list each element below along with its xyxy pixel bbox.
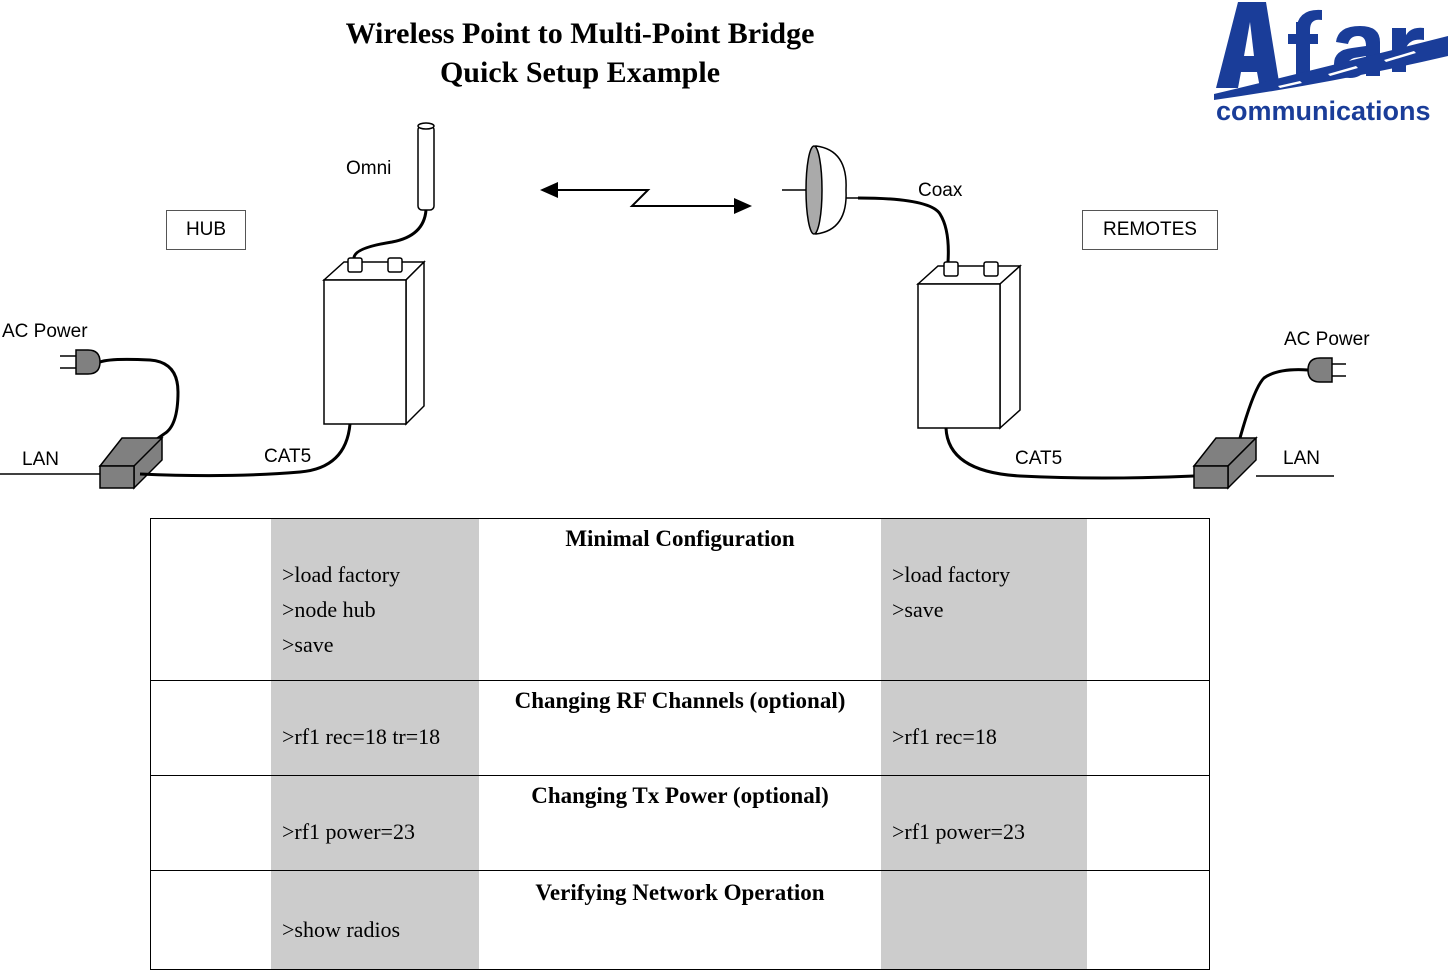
dish-antenna-icon <box>782 145 860 235</box>
remote-command-list: >load factory >save <box>892 557 1010 627</box>
section-heading: Verifying Network Operation <box>535 880 825 905</box>
left-ac-power-label: AC Power <box>2 321 88 342</box>
command-line: >show radios <box>282 917 401 942</box>
left-ac-cord <box>99 357 180 446</box>
hub-command-list: >load factory >node hub >save <box>282 557 400 662</box>
page-subtitle: Quick Setup Example <box>439 56 721 89</box>
hub-command-list: >rf1 power=23 <box>282 814 415 849</box>
command-line: >save <box>892 597 944 622</box>
command-line: >rf1 rec=18 <box>892 724 997 749</box>
radio-unit-icon <box>322 257 426 426</box>
command-line: >rf1 power=23 <box>892 819 1025 844</box>
config-section-rf-channels: Changing RF Channels (optional) >rf1 rec… <box>151 681 1209 776</box>
config-section-verify: Verifying Network Operation >show radios <box>151 871 1209 969</box>
coax-cable <box>857 196 950 263</box>
afar-logo-tagline: communications <box>1216 96 1431 126</box>
right-cat5-label: CAT5 <box>1015 448 1063 469</box>
command-line: >load factory <box>282 562 401 587</box>
command-line: >node hub <box>282 597 376 622</box>
left-cat5-cable <box>139 423 352 478</box>
config-section-minimal: Minimal Configuration >load factory >nod… <box>151 519 1209 681</box>
power-injector-icon <box>1192 436 1258 490</box>
power-plug-icon <box>60 349 101 375</box>
network-diagram <box>0 122 1346 490</box>
right-ac-cord <box>1238 368 1309 439</box>
remote-command-list: >rf1 power=23 <box>892 814 1025 849</box>
omni-antenna-icon <box>417 122 435 211</box>
remote-command-list: >rf1 rec=18 <box>892 719 997 754</box>
afar-logo-mark <box>1214 2 1448 100</box>
command-line: >save <box>282 632 334 657</box>
page-title: Wireless Point to Multi-Point Bridge <box>345 17 815 50</box>
power-plug-icon <box>1307 357 1346 383</box>
section-heading: Changing RF Channels (optional) <box>514 688 846 713</box>
section-heading: Minimal Configuration <box>565 526 795 551</box>
hub-command-list: >rf1 rec=18 tr=18 <box>282 719 440 754</box>
command-line: >rf1 rec=18 tr=18 <box>282 724 441 749</box>
hub-label: HUB <box>166 210 246 250</box>
left-cat5-label: CAT5 <box>264 446 312 467</box>
config-section-tx-power: Changing Tx Power (optional) >rf1 power=… <box>151 776 1209 871</box>
left-lan-label: LAN <box>22 449 59 470</box>
afar-logo: communications <box>1214 2 1448 126</box>
remotes-label: REMOTES <box>1082 210 1218 250</box>
command-line: >rf1 power=23 <box>282 819 415 844</box>
section-heading: Changing Tx Power (optional) <box>531 783 829 808</box>
coax-label: Coax <box>918 180 963 201</box>
right-cat5-cable <box>944 427 1195 480</box>
omni-cable <box>352 209 428 259</box>
config-table: Minimal Configuration >load factory >nod… <box>150 518 1210 970</box>
command-line: >load factory <box>892 562 1011 587</box>
right-ac-power-label: AC Power <box>1284 329 1370 350</box>
power-injector-icon <box>98 436 164 490</box>
radio-unit-icon <box>916 261 1022 430</box>
wireless-link-icon <box>540 182 752 214</box>
omni-label: Omni <box>346 158 392 179</box>
hub-command-list: >show radios <box>282 912 400 947</box>
right-lan-label: LAN <box>1283 448 1320 469</box>
